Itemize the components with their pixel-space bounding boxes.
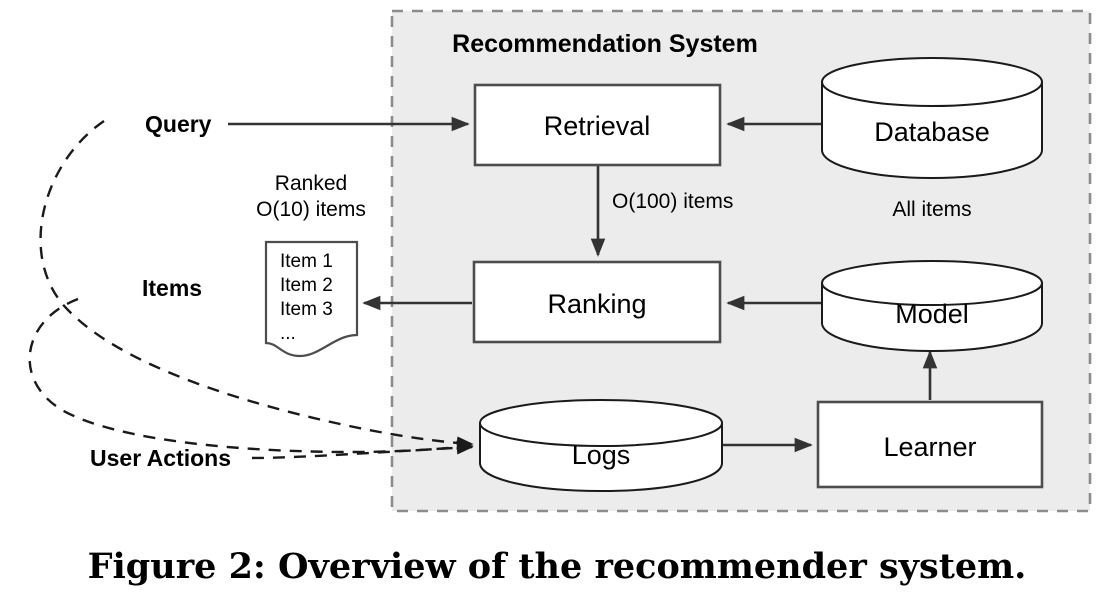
items-document-line-2: Item 2: [280, 275, 333, 296]
node-database[interactable]: Database All items: [821, 57, 1043, 221]
node-items-document[interactable]: Item 1 Item 2 Item 3 ...: [264, 240, 359, 358]
ranking-label: Ranking: [547, 289, 646, 319]
node-retrieval[interactable]: Retrieval: [473, 83, 722, 167]
system-boundary-title: Recommendation System: [452, 30, 758, 58]
node-model[interactable]: Model: [821, 260, 1043, 353]
retrieval-label: Retrieval: [544, 111, 651, 141]
logs-cylinder-top: [479, 399, 723, 447]
ranked-items-annotation-line2: O(10) items: [256, 198, 366, 221]
model-cylinder-top: [821, 260, 1043, 306]
database-label: Database: [874, 117, 990, 147]
edge-label-o100-items: O(100) items: [612, 190, 733, 213]
ranking-box[interactable]: [472, 260, 722, 344]
items-document-line-4: ...: [280, 323, 296, 344]
edge-user-actions-to-logs: [251, 441, 474, 460]
logs-label: Logs: [572, 440, 631, 470]
edge-query-feedback-to-logs: [39, 120, 474, 450]
learner-label: Learner: [883, 432, 976, 462]
ranked-items-annotation-line1: Ranked: [275, 172, 347, 195]
node-logs[interactable]: Logs: [479, 399, 723, 493]
model-label: Model: [895, 299, 969, 329]
items-document-shape[interactable]: [264, 240, 359, 358]
items-document-line-3: Item 3: [280, 299, 333, 320]
node-ranking[interactable]: Ranking: [472, 260, 722, 344]
database-cylinder-top: [821, 57, 1043, 107]
items-document-line-1: Item 1: [280, 251, 333, 272]
io-label-user-actions: User Actions: [90, 445, 231, 471]
io-label-query: Query: [145, 111, 212, 137]
database-caption: All items: [892, 198, 971, 221]
figure-caption: Figure 2: Overview of the recommender sy…: [88, 546, 1027, 587]
io-label-items: Items: [142, 275, 202, 301]
learner-box[interactable]: [816, 400, 1044, 489]
edge-items-feedback-to-logs: [28, 297, 474, 454]
retrieval-box[interactable]: [473, 83, 722, 167]
node-learner[interactable]: Learner: [816, 400, 1044, 489]
database-cylinder-body[interactable]: [821, 81, 1043, 180]
